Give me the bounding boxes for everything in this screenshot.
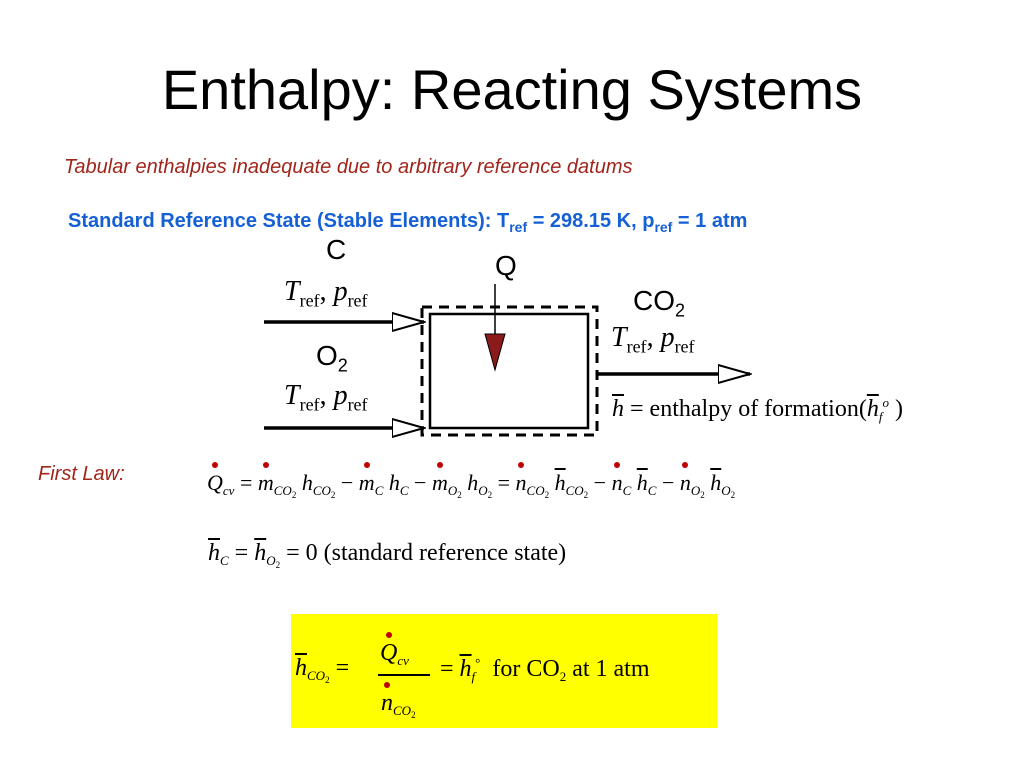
enthalpy-formation-definition: h = enthalpy of formation(hfo ) bbox=[612, 395, 903, 424]
label-o2-state: Tref, pref bbox=[284, 380, 368, 415]
label-c-state: Tref, pref bbox=[284, 276, 368, 311]
result-denominator: nCO2 bbox=[381, 682, 416, 720]
result-numerator: Qcv bbox=[380, 632, 409, 668]
system-box bbox=[428, 312, 590, 430]
first-law-label: First Law: bbox=[38, 463, 125, 485]
label-oxygen: O2 bbox=[316, 340, 348, 376]
label-carbon: C bbox=[326, 234, 347, 265]
result-highlight-box bbox=[291, 614, 717, 728]
control-volume-boundary bbox=[420, 305, 599, 437]
label-heat: Q bbox=[495, 250, 517, 281]
result-lhs: hCO2 = bbox=[295, 655, 350, 685]
fraction-bar bbox=[378, 674, 430, 676]
page-title: Enthalpy: Reacting Systems bbox=[161, 58, 863, 121]
heat-arrow bbox=[484, 333, 506, 372]
subtitle: Tabular enthalpies inadequate due to arb… bbox=[64, 156, 633, 178]
standard-reference-state: Standard Reference State (Stable Element… bbox=[68, 210, 748, 235]
result-rhs: = hf° for CO2 at 1 atm bbox=[440, 655, 650, 684]
reference-state-equation: hC = hO2 = 0 (standard reference state) bbox=[208, 540, 567, 570]
first-law-equation: Qcv = mCO2 hCO2 − mC hC − mO2 hO2 = nCO2… bbox=[207, 462, 736, 500]
label-co2-state: Tref, pref bbox=[611, 322, 695, 357]
label-co2: CO2 bbox=[633, 285, 686, 321]
